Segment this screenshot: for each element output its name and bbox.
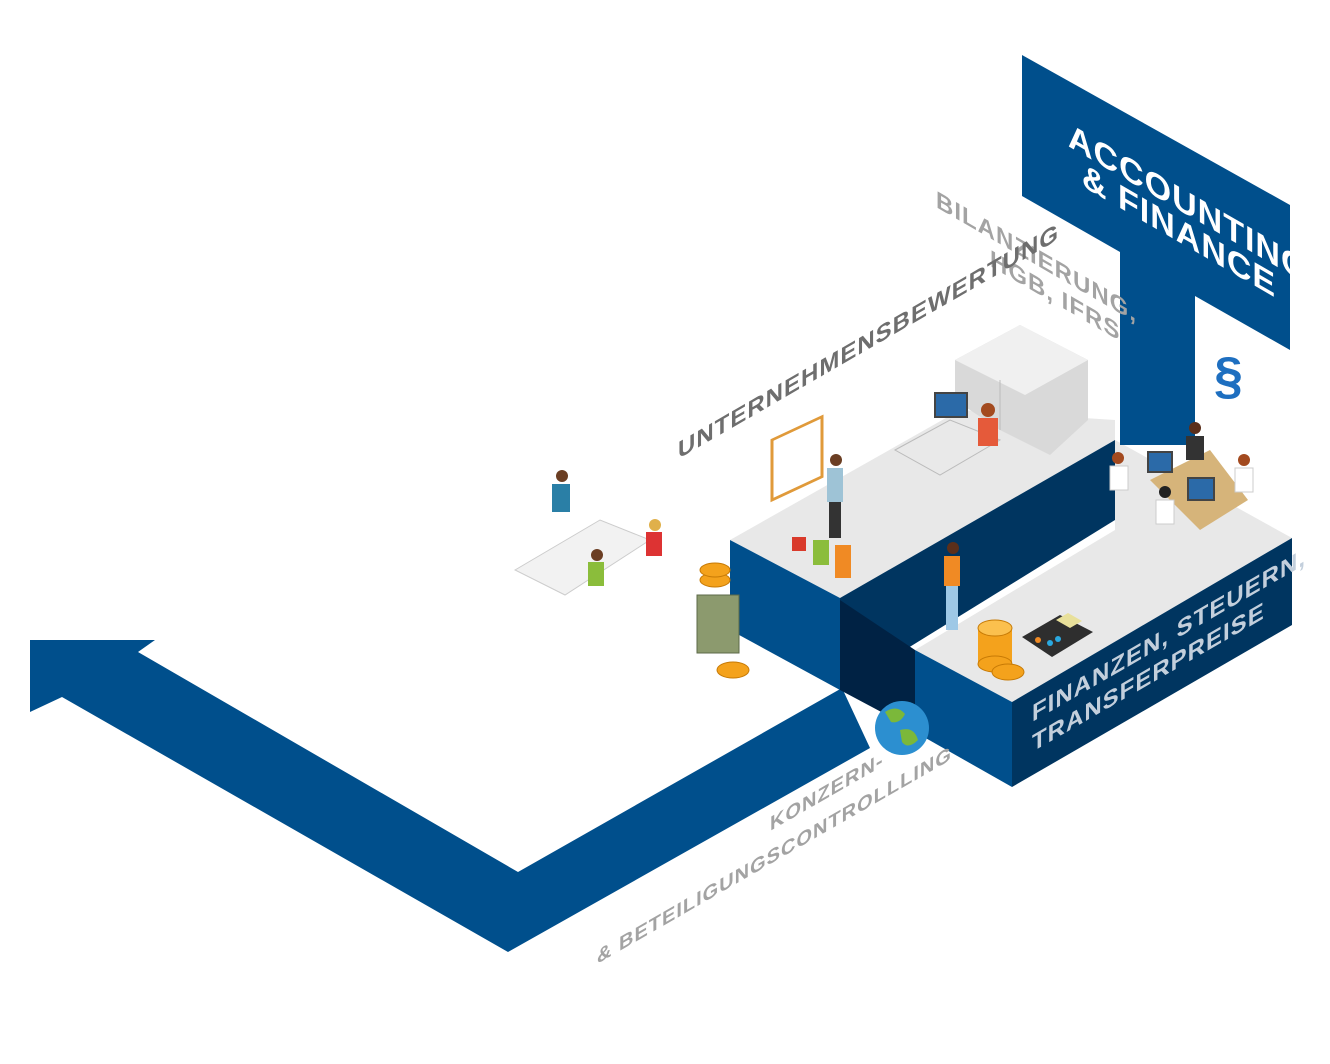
office-building bbox=[955, 325, 1088, 455]
lower-platform-left-face bbox=[915, 650, 1012, 787]
title-sign bbox=[1022, 55, 1290, 445]
coin-stack bbox=[977, 619, 1025, 681]
gap-shadow bbox=[840, 600, 915, 730]
bar-blocks bbox=[792, 537, 851, 578]
upper-platform-left-face bbox=[730, 540, 840, 690]
calculator-icon bbox=[1022, 613, 1093, 657]
meeting-table bbox=[513, 519, 652, 596]
globe-icon bbox=[875, 701, 929, 755]
upper-platform-front-face bbox=[840, 440, 1115, 690]
monitors bbox=[934, 392, 1215, 501]
people bbox=[552, 403, 1254, 630]
lower-platform-front-face bbox=[1012, 538, 1292, 787]
office-desk bbox=[893, 419, 1002, 476]
whiteboard bbox=[770, 414, 824, 503]
paragraph-icon: § bbox=[1214, 347, 1244, 405]
cash-stack bbox=[696, 562, 750, 679]
growth-arrow bbox=[30, 640, 870, 952]
